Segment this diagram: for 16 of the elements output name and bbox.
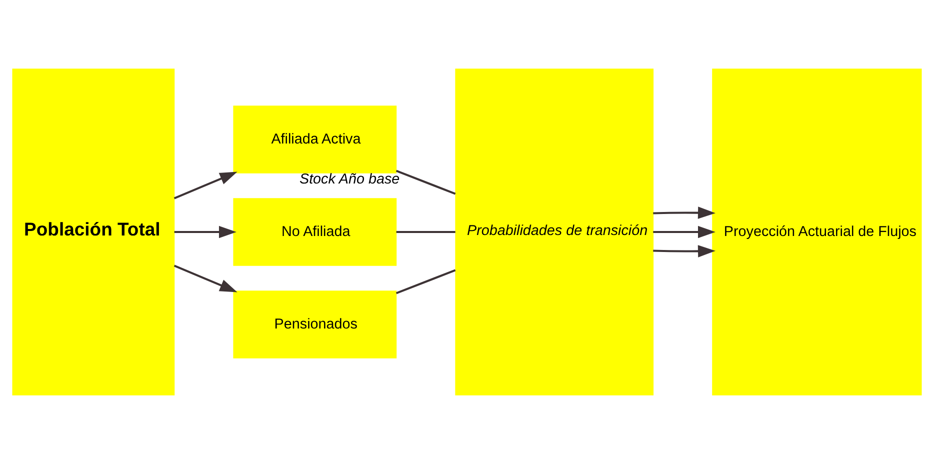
- node-box: No Afiliada: [233, 198, 397, 266]
- node-box: Proyección Actuarial de Flujos: [712, 68, 922, 395]
- node-box: Probabilidades de transición: [455, 68, 654, 395]
- arrow: [174, 264, 238, 292]
- arrow: [653, 225, 716, 238]
- arrow: [653, 244, 716, 257]
- node-box: Pensionados: [233, 290, 397, 358]
- connector: [396, 169, 456, 194]
- connector: [396, 230, 456, 233]
- node-box: Afiliada Activa: [233, 105, 397, 173]
- arrow: [174, 171, 238, 199]
- arrow: [174, 225, 236, 238]
- node-label: Stock Año base: [299, 170, 400, 187]
- node-box: Población Total: [12, 68, 175, 395]
- arrow: [653, 206, 716, 218]
- connector: [396, 268, 456, 294]
